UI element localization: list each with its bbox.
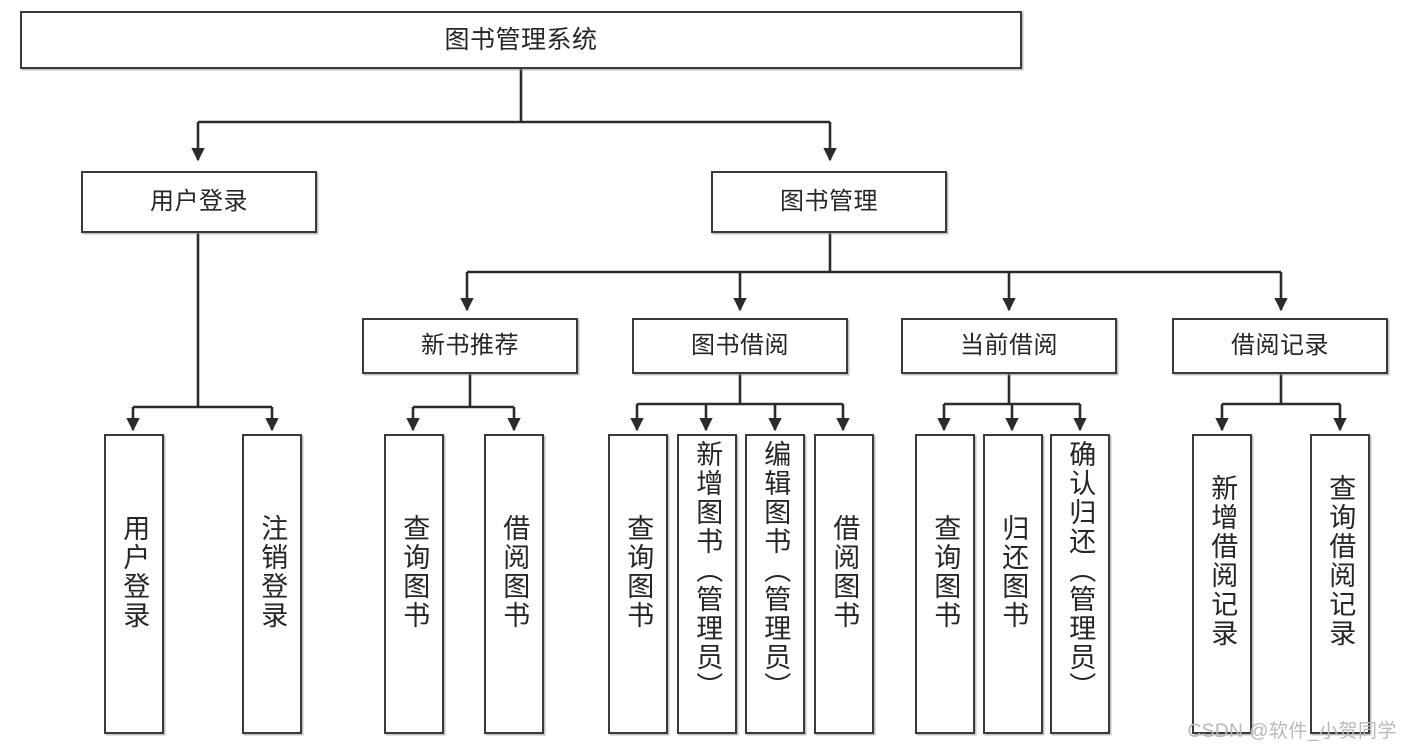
node-label: 注销登录 — [257, 514, 288, 630]
node-label: 确认归还（管理员） — [1065, 440, 1096, 701]
leaf-borrow-book-recommend[interactable]: 借阅图书 — [484, 434, 544, 734]
leaf-edit-book-admin[interactable]: 编辑图书（管理员） — [745, 434, 805, 734]
node-root-system[interactable]: 图书管理系统 — [20, 11, 1022, 69]
node-label: 图书借阅 — [691, 332, 789, 359]
leaf-return-book[interactable]: 归还图书 — [983, 434, 1043, 734]
node-label: 新书推荐 — [421, 332, 519, 359]
node-book-management[interactable]: 图书管理 — [711, 171, 947, 233]
leaf-query-book-recommend[interactable]: 查询图书 — [384, 434, 444, 734]
node-label: 当前借阅 — [960, 332, 1058, 359]
leaf-confirm-return-admin[interactable]: 确认归还（管理员） — [1050, 434, 1110, 734]
node-book-borrow[interactable]: 图书借阅 — [632, 318, 848, 374]
node-label: 查询图书 — [930, 514, 961, 630]
node-label: 借阅图书 — [499, 514, 530, 630]
node-label: 用户登录 — [119, 514, 150, 630]
node-label: 新增借阅记录 — [1207, 474, 1238, 648]
leaf-logout[interactable]: 注销登录 — [242, 434, 302, 734]
node-label: 新增图书（管理员） — [692, 440, 723, 701]
node-label: 借阅记录 — [1231, 332, 1329, 359]
node-new-book-recommend[interactable]: 新书推荐 — [362, 318, 578, 374]
leaf-borrow-book[interactable]: 借阅图书 — [814, 434, 874, 734]
node-label: 借阅图书 — [829, 514, 860, 630]
node-label: 查询图书 — [623, 514, 654, 630]
csdn-watermark: CSDN @软件_小贺同学 — [1187, 721, 1397, 742]
leaf-add-book-admin[interactable]: 新增图书（管理员） — [677, 434, 737, 734]
node-label: 图书管理系统 — [444, 25, 598, 54]
node-borrow-record[interactable]: 借阅记录 — [1172, 318, 1388, 374]
node-current-borrow[interactable]: 当前借阅 — [901, 318, 1117, 374]
node-label: 查询图书 — [399, 514, 430, 630]
node-label: 用户登录 — [150, 188, 248, 215]
leaf-query-book-borrow[interactable]: 查询图书 — [608, 434, 668, 734]
leaf-query-book-current[interactable]: 查询图书 — [915, 434, 975, 734]
node-label: 归还图书 — [998, 514, 1029, 630]
node-user-login[interactable]: 用户登录 — [81, 171, 317, 233]
leaf-add-borrow-record[interactable]: 新增借阅记录 — [1192, 434, 1252, 734]
node-label: 编辑图书（管理员） — [760, 440, 791, 701]
leaf-user-login[interactable]: 用户登录 — [104, 434, 164, 734]
leaf-query-borrow-record[interactable]: 查询借阅记录 — [1310, 434, 1370, 734]
node-label: 图书管理 — [780, 188, 878, 215]
node-label: 查询借阅记录 — [1325, 474, 1356, 648]
